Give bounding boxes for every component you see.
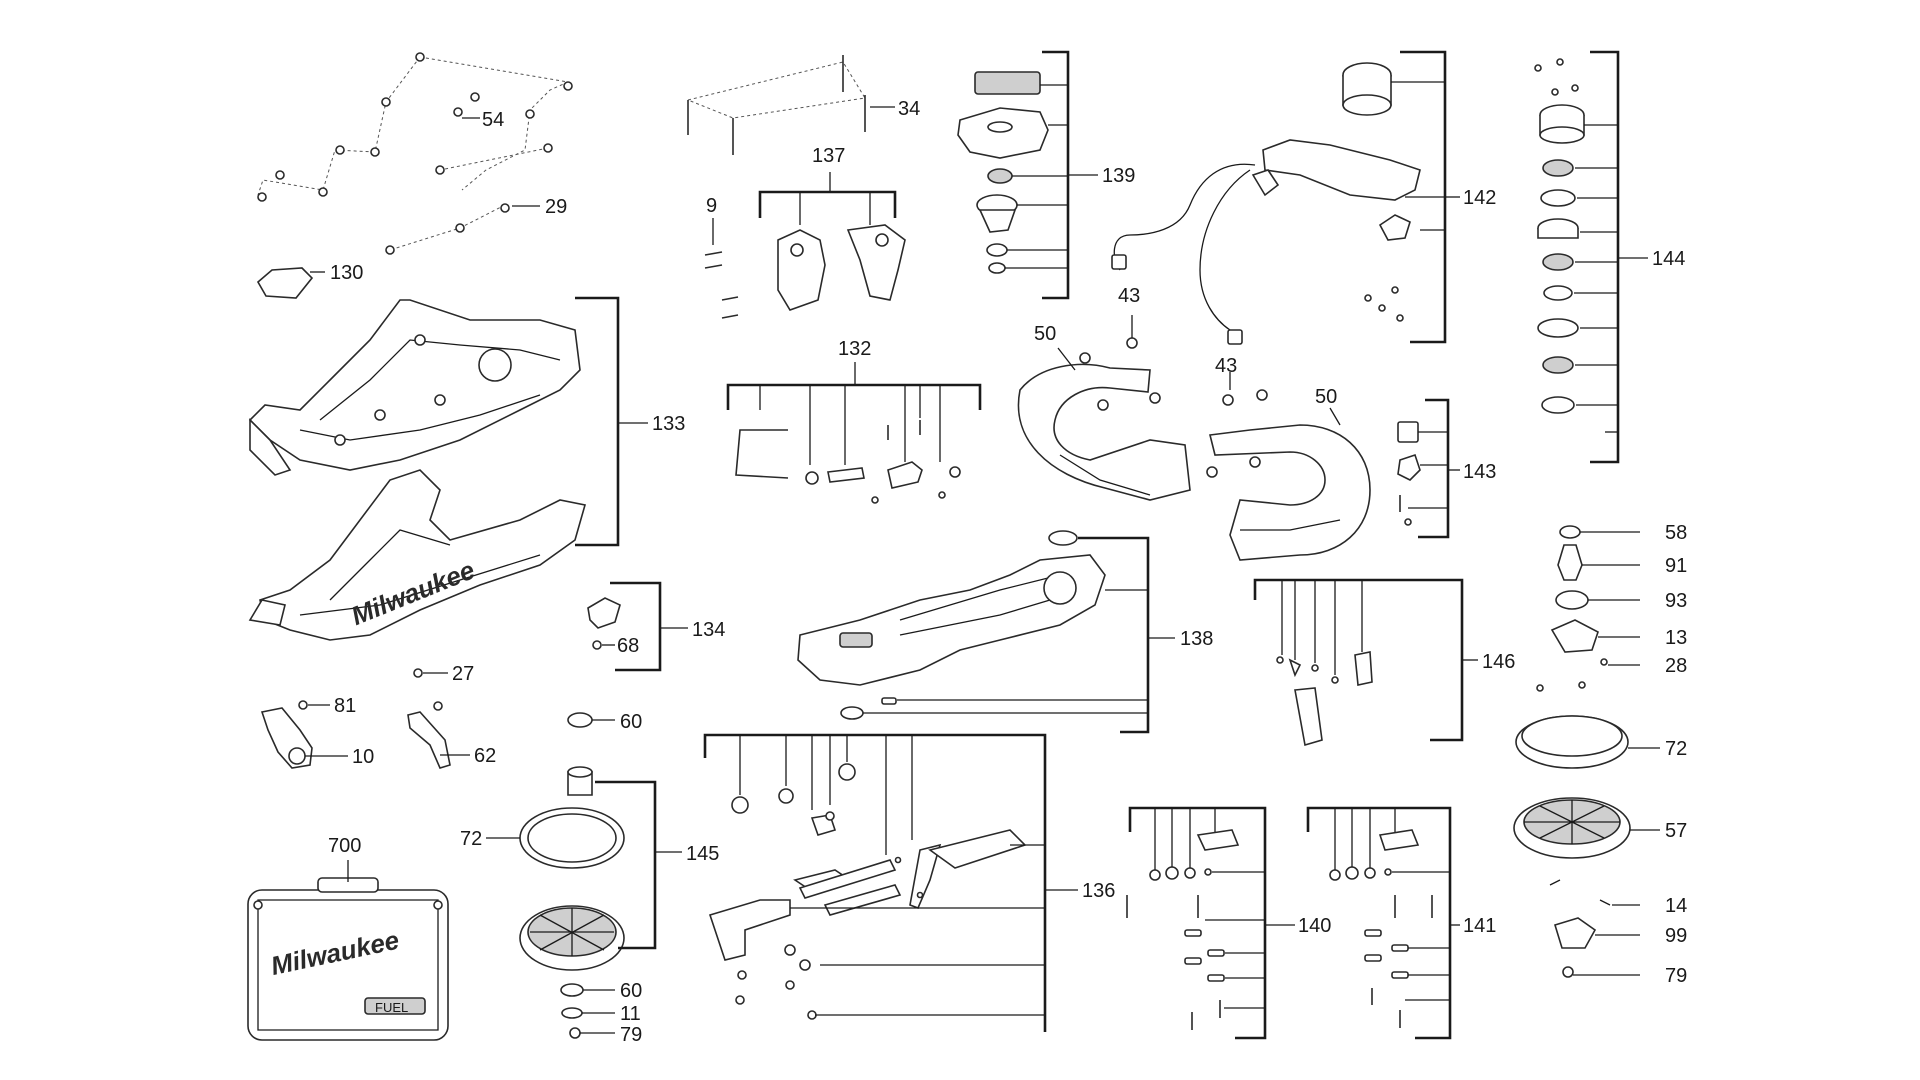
label-11: 11 — [620, 1003, 641, 1025]
label-79-right: 79 — [1665, 965, 1687, 987]
label-plate-part — [256, 267, 314, 299]
housing-screw-set — [257, 52, 573, 255]
wheel-guard-right — [1206, 389, 1371, 561]
label-58: 58 — [1665, 522, 1687, 544]
label-145: 145 — [686, 843, 719, 865]
label-130: 130 — [330, 262, 363, 284]
single-leaders — [305, 106, 1660, 1034]
label-14: 14 — [1665, 895, 1687, 917]
label-79-left: 79 — [620, 1024, 642, 1046]
label-136: 136 — [1082, 880, 1115, 902]
label-43-left: 43 — [1118, 285, 1140, 307]
label-29: 29 — [545, 196, 567, 218]
label-132: 132 — [838, 338, 871, 360]
label-27: 27 — [452, 663, 474, 685]
case-fuel-badge: FUEL — [375, 1000, 408, 1015]
label-57: 57 — [1665, 820, 1687, 842]
guide-bearing-hardware-140 — [1126, 829, 1240, 1030]
label-62: 62 — [474, 745, 496, 767]
label-72-left: 72 — [460, 828, 482, 850]
label-43-right: 43 — [1215, 355, 1237, 377]
label-60-top: 60 — [620, 711, 642, 733]
guide-bearing-hardware-141 — [1329, 829, 1433, 1028]
tension-handle-parts — [1276, 651, 1373, 747]
bracket-part — [407, 668, 451, 769]
label-146: 146 — [1482, 651, 1515, 673]
label-60-bottom: 60 — [620, 980, 642, 1002]
label-68: 68 — [617, 635, 639, 657]
label-81: 81 — [334, 695, 356, 717]
wheel-assembly-left — [519, 712, 625, 1039]
label-13: 13 — [1665, 627, 1687, 649]
saw-frame — [797, 530, 1106, 720]
label-50-right: 50 — [1315, 386, 1337, 408]
label-9: 9 — [706, 195, 717, 217]
gearbox-stack — [1534, 58, 1585, 414]
label-54: 54 — [482, 109, 504, 131]
label-138: 138 — [1180, 628, 1213, 650]
pins-part — [687, 55, 866, 155]
wheel-assembly-right — [1513, 525, 1631, 978]
label-137: 137 — [812, 145, 845, 167]
lever-part — [260, 700, 313, 769]
label-142: 142 — [1463, 187, 1496, 209]
label-144: 144 — [1652, 248, 1685, 270]
label-99: 99 — [1665, 925, 1687, 947]
label-141: 141 — [1463, 915, 1496, 937]
part-number-labels: 130 29 54 133 134 68 81 10 27 62 700 72 … — [328, 98, 1687, 1046]
housing-half-left — [248, 299, 581, 476]
label-133: 133 — [652, 413, 685, 435]
label-143: 143 — [1463, 461, 1496, 483]
label-139: 139 — [1102, 165, 1135, 187]
switch-part — [587, 597, 621, 650]
wheel-guard-left — [1017, 337, 1191, 501]
label-72-right: 72 — [1665, 738, 1687, 760]
guard-clamp-part — [704, 224, 906, 319]
label-28: 28 — [1665, 655, 1687, 677]
bracket-lines — [575, 50, 1648, 1040]
carry-case: Milwaukee FUEL — [247, 877, 449, 1041]
motor-assembly — [1111, 62, 1421, 345]
blade-guide-assembly — [708, 763, 1027, 1020]
drive-gear-parts — [957, 71, 1049, 274]
label-91: 91 — [1665, 555, 1687, 577]
label-34: 34 — [898, 98, 920, 120]
switch-cover-parts — [1397, 421, 1421, 526]
label-50-left: 50 — [1034, 323, 1056, 345]
label-700: 700 — [328, 835, 361, 857]
blade-guide-hardware — [735, 420, 961, 504]
label-93: 93 — [1665, 590, 1687, 612]
label-10: 10 — [352, 746, 374, 768]
label-140: 140 — [1298, 915, 1331, 937]
label-134: 134 — [692, 619, 725, 641]
housing-half-right: Milwaukee — [248, 469, 587, 641]
